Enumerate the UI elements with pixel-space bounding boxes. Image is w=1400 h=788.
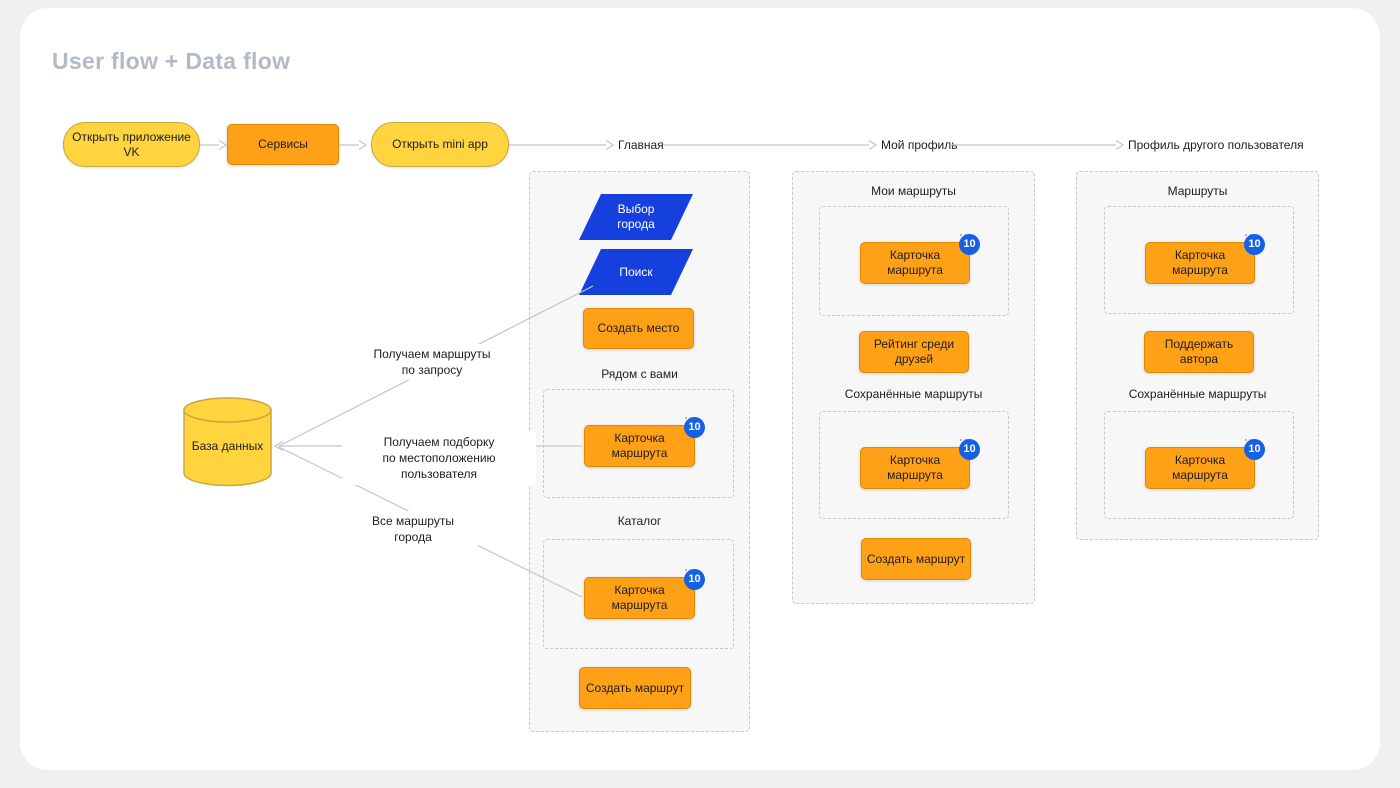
node-services: Сервисы [227, 124, 339, 165]
route-card-near-you: ... 10 Карточка маршрута [584, 408, 705, 467]
group-near-you-cards: ... 10 Карточка маршрута [543, 389, 734, 498]
node-city-select-line1: Выбор [617, 202, 655, 216]
section-label-saved-routes: Сохранённые маршруты [844, 387, 983, 401]
section-label-other-saved-routes: Сохранённые маршруты [1128, 387, 1267, 401]
route-card-label: Карточка маршрута [611, 583, 668, 612]
count-badge: 10 [959, 439, 980, 460]
count-badge: 10 [684, 569, 705, 590]
container-home-screen: Выбор города Поиск Создать место Рядом с… [529, 171, 750, 732]
node-create-place-label: Создать место [597, 321, 680, 335]
route-card-other-routes: ... 10 Карточка маршрута [1145, 225, 1265, 284]
node-search-label: Поиск [619, 264, 653, 279]
data-flow-label-by-query: Получаем маршруты по запросу [346, 344, 518, 381]
node-open-vk-app: Открыть приложение VK [63, 122, 200, 167]
node-services-label: Сервисы [258, 137, 308, 151]
data-flow-label-all-city: Все маршруты города [348, 511, 478, 548]
node-city-select: Выбор города [579, 194, 693, 240]
group-catalog-cards: ... 10 Карточка маршрута [543, 539, 734, 649]
node-open-vk-line1: Открыть приложение [72, 129, 191, 144]
node-friends-rating: Рейтинг среди друзей [859, 331, 969, 373]
data-flow-label-by-location: Получаем подборку по местоположению поль… [342, 432, 536, 485]
section-label-my-routes: Мои маршруты [871, 184, 956, 198]
database-node: База данных [183, 397, 272, 487]
flow-label-other-profile: Профиль другого пользователя [1128, 138, 1304, 152]
by-query-line1: Получаем маршруты [373, 347, 491, 361]
page-title: User flow + Data flow [52, 48, 291, 74]
node-city-select-line2: города [617, 217, 655, 231]
database-cylinder-icon [183, 397, 272, 487]
node-open-mini-app: Открыть mini app [371, 122, 509, 167]
node-support-author-label: Поддержать автора [1164, 337, 1234, 366]
by-location-line1: Получаем подборку [383, 435, 495, 449]
flow-label-home: Главная [618, 138, 664, 152]
by-query-line2: по запросу [401, 363, 463, 378]
count-badge: 10 [1244, 234, 1265, 255]
group-other-saved-cards: ... 10 Карточка маршрута [1104, 411, 1294, 519]
section-label-near-you: Рядом с вами [601, 367, 678, 381]
group-saved-routes-cards: ... 10 Карточка маршрута [819, 411, 1009, 519]
group-my-routes-cards: ... 10 Карточка маршрута [819, 206, 1009, 316]
node-create-route-profile-label: Создать маршрут [866, 551, 966, 566]
route-card-saved: ... 10 Карточка маршрута [860, 430, 980, 489]
count-badge: 10 [959, 234, 980, 255]
node-create-route-profile: Создать маршрут [861, 538, 971, 580]
database-label: База данных [191, 439, 264, 453]
container-my-profile: Мои маршруты ... 10 Карточка маршрута Ре… [792, 171, 1035, 604]
route-card-label: Карточка маршрута [1172, 453, 1228, 482]
group-routes-cards: ... 10 Карточка маршрута [1104, 206, 1294, 314]
node-open-vk-line2: VK [123, 144, 140, 159]
flow-label-my-profile: Мой профиль [881, 138, 958, 152]
route-card-label: Карточка маршрута [611, 431, 668, 460]
route-card-other-saved: ... 10 Карточка маршрута [1145, 430, 1265, 489]
node-create-route-home-label: Создать маршрут [585, 680, 685, 695]
count-badge: 10 [684, 417, 705, 438]
route-card-catalog: ... 10 Карточка маршрута [584, 560, 705, 619]
route-card-my-routes: ... 10 Карточка маршрута [860, 225, 980, 284]
node-support-author: Поддержать автора [1144, 331, 1254, 373]
node-friends-rating-label: Рейтинг среди друзей [873, 337, 955, 366]
by-location-line2: по местоположению пользователя [382, 451, 496, 482]
container-other-profile: Маршруты ... 10 Карточка маршрута Поддер… [1076, 171, 1319, 540]
route-card-label: Карточка маршрута [1172, 248, 1228, 277]
section-label-routes: Маршруты [1167, 184, 1228, 198]
route-card-label: Карточка маршрута [887, 248, 943, 277]
route-card-label: Карточка маршрута [887, 453, 943, 482]
node-create-route-home: Создать маршрут [579, 667, 691, 709]
node-open-mini-app-label: Открыть mini app [392, 137, 488, 151]
node-search: Поиск [579, 249, 693, 295]
node-create-place: Создать место [583, 308, 694, 349]
count-badge: 10 [1244, 439, 1265, 460]
section-label-catalog: Каталог [617, 514, 662, 528]
